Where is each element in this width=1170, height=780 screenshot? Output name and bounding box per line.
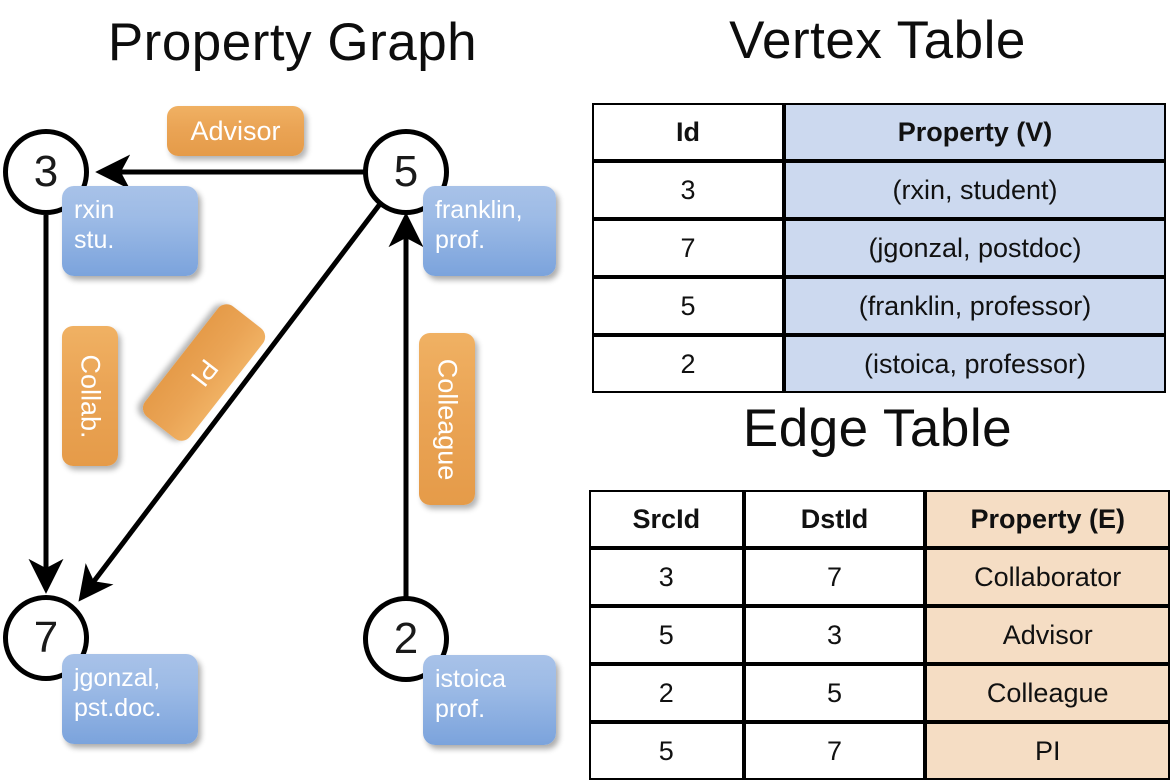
edge-table-header-row: SrcId DstId Property (E) xyxy=(589,490,1170,548)
graph-node-3-property-line2: stu. xyxy=(74,225,115,254)
edge-label-colleague: Colleague xyxy=(419,333,475,505)
edge-row-0-src: 3 xyxy=(589,548,744,606)
graph-node-5-property: franklin, prof. xyxy=(423,186,556,276)
edge-table-header-srcid: SrcId xyxy=(589,490,744,548)
page-title-property-graph: Property Graph xyxy=(107,13,478,72)
edge-row-3-dst: 7 xyxy=(743,722,926,780)
edge-label-advisor-text: Advisor xyxy=(190,115,281,146)
property-graph-diagram: 3 rxin stu. 5 franklin, prof. 7 jgonzal,… xyxy=(0,0,585,760)
edge-table-header-dstid: DstId xyxy=(743,490,926,548)
edge-row-1-property: Advisor xyxy=(925,606,1170,664)
edge-row-3-src: 5 xyxy=(589,722,744,780)
graph-node-7-property-line2: pst.doc. xyxy=(74,693,162,722)
table-row[interactable]: 2 5 Colleague xyxy=(589,664,1170,722)
edge-label-colleague-text: Colleague xyxy=(432,358,463,480)
edge-row-0-dst: 7 xyxy=(743,548,926,606)
table-row[interactable]: 5 (franklin, professor) xyxy=(592,277,1166,335)
vertex-row-0-property: (rxin, student) xyxy=(784,161,1166,219)
edge-table-header-property: Property (E) xyxy=(925,490,1170,548)
page-title-vertex-table: Vertex Table xyxy=(729,11,1026,70)
graph-node-2-property: istoica prof. xyxy=(423,655,556,745)
table-row[interactable]: 2 (istoica, professor) xyxy=(592,335,1166,393)
edge-line-pi xyxy=(78,198,385,602)
edge-row-3-property: PI xyxy=(925,722,1170,780)
edge-row-0-property: Collaborator xyxy=(925,548,1170,606)
edge-label-advisor: Advisor xyxy=(167,106,304,156)
table-row[interactable]: 3 (rxin, student) xyxy=(592,161,1166,219)
edge-row-2-src: 2 xyxy=(589,664,744,722)
vertex-table-header-property: Property (V) xyxy=(784,103,1166,161)
vertex-table: Id Property (V) 3 (rxin, student) 7 (jgo… xyxy=(592,103,1166,393)
edge-row-1-dst: 3 xyxy=(743,606,926,664)
graph-node-3-property: rxin stu. xyxy=(62,186,198,276)
vertex-row-2-id: 5 xyxy=(592,277,784,335)
graph-node-2[interactable]: 2 xyxy=(363,596,449,682)
graph-node-2-property-line2: prof. xyxy=(435,694,486,723)
vertex-row-1-property: (jgonzal, postdoc) xyxy=(784,219,1166,277)
vertex-row-3-property: (istoica, professor) xyxy=(784,335,1166,393)
graph-node-5-property-line1: franklin, xyxy=(435,196,523,224)
vertex-row-1-id: 7 xyxy=(592,219,784,277)
page-title-edge-table: Edge Table xyxy=(742,399,1013,458)
graph-node-7-property-line1: jgonzal, xyxy=(74,664,161,692)
table-row[interactable]: 3 7 Collaborator xyxy=(589,548,1170,606)
edge-label-collab: Collab. xyxy=(62,326,118,466)
graph-node-2-property-line1: istoica xyxy=(435,665,506,693)
graph-node-7-property: jgonzal, pst.doc. xyxy=(62,654,198,744)
table-row[interactable]: 7 (jgonzal, postdoc) xyxy=(592,219,1166,277)
vertex-row-0-id: 3 xyxy=(592,161,784,219)
vertex-row-2-property: (franklin, professor) xyxy=(784,277,1166,335)
table-row[interactable]: 5 7 PI xyxy=(589,722,1170,780)
edge-label-pi-text: PI xyxy=(184,353,225,393)
table-row[interactable]: 5 3 Advisor xyxy=(589,606,1170,664)
graph-node-3-property-line1: rxin xyxy=(74,196,115,224)
graph-edge-lines xyxy=(28,154,424,602)
edge-row-1-src: 5 xyxy=(589,606,744,664)
vertex-table-header-row: Id Property (V) xyxy=(592,103,1166,161)
edge-label-collab-text: Collab. xyxy=(75,353,106,439)
vertex-table-header-id: Id xyxy=(592,103,784,161)
edge-row-2-property: Colleague xyxy=(925,664,1170,722)
edge-row-2-dst: 5 xyxy=(743,664,926,722)
edge-table: SrcId DstId Property (E) 3 7 Collaborato… xyxy=(589,490,1170,780)
vertex-row-3-id: 2 xyxy=(592,335,784,393)
graph-node-5-property-line2: prof. xyxy=(435,225,486,254)
